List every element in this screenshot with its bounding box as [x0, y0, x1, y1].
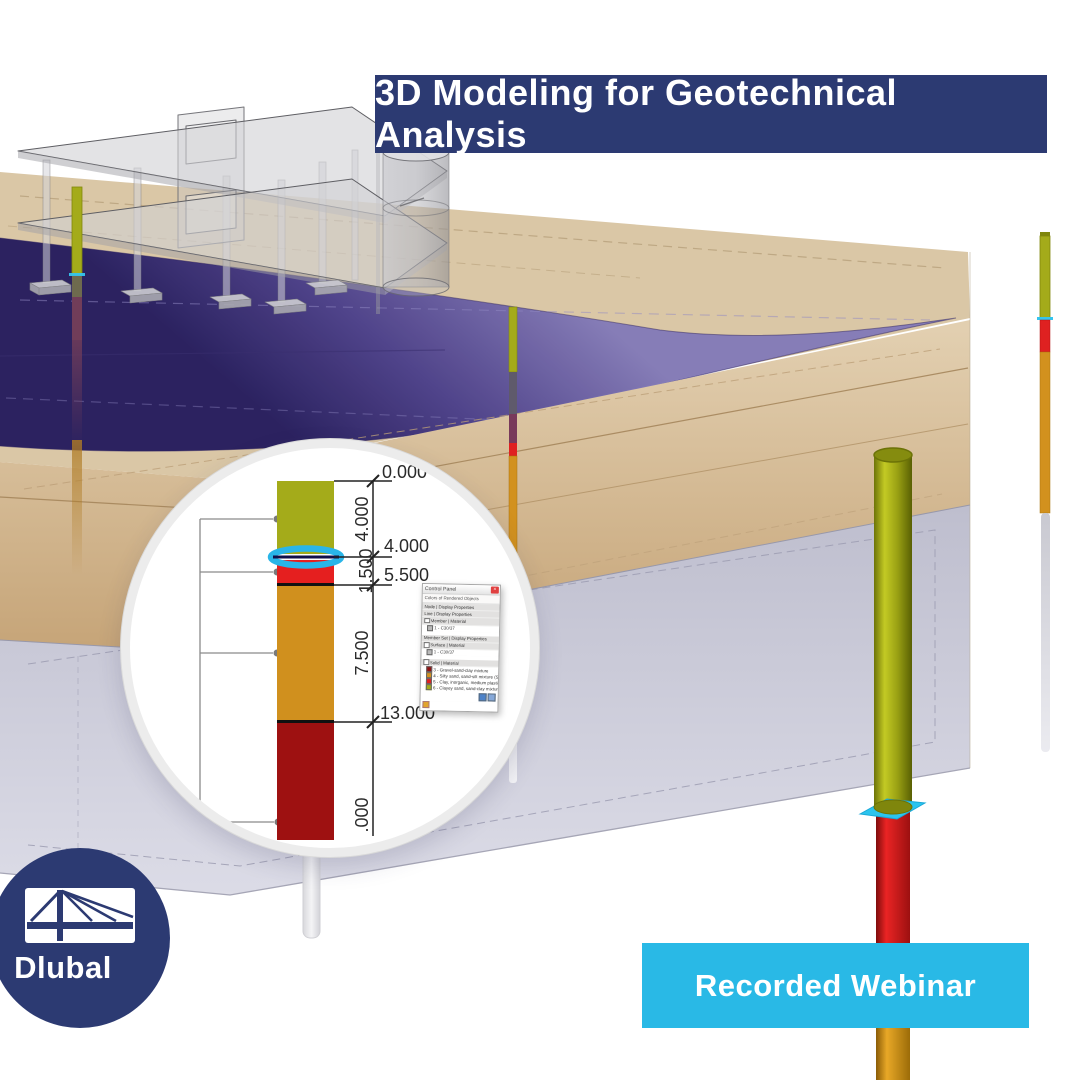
depth-label-0: 0.000: [382, 462, 427, 482]
color-swatch: [425, 684, 432, 691]
title-text: 3D Modeling for Geotechnical Analysis: [375, 72, 898, 155]
panel-legend-icon[interactable]: [422, 700, 430, 708]
color-swatch: [426, 649, 433, 656]
leader-lines: [199, 518, 274, 823]
borehole-large: [858, 447, 927, 1080]
checkbox[interactable]: [423, 659, 429, 665]
borehole-profile: 0.000 4.000 5.500 13.000 4.000 1.500 7.5…: [199, 462, 435, 840]
dimension-lines: [334, 474, 392, 836]
title-banner: 3D Modeling for Geotechnical Analysis: [375, 72, 1047, 155]
webinar-banner: Recorded Webinar: [642, 943, 1029, 1028]
panel-settings-icon[interactable]: [487, 693, 496, 702]
control-panel-window: Control Panel × Colors of Rendered Objec…: [419, 583, 501, 713]
panel-display-icon[interactable]: [478, 692, 487, 701]
cylinder-core: [382, 142, 450, 297]
selected-boundary[interactable]: [267, 545, 345, 569]
webinar-text: Recorded Webinar: [694, 967, 977, 1003]
logo-wordmark: Dlubal: [14, 950, 112, 985]
borehole-right: [1037, 232, 1053, 752]
checkbox[interactable]: [424, 617, 430, 624]
thickness-label-3: .000: [352, 797, 372, 832]
footings: [29, 279, 348, 315]
thickness-label-0: 4.000: [352, 496, 372, 541]
bridge-icon: [25, 888, 135, 943]
dlubal-logo: Dlubal: [0, 848, 170, 1028]
control-panel-title: Control Panel: [424, 585, 457, 593]
selection-tick-icon: [69, 273, 85, 276]
borehole-left: [69, 186, 85, 575]
magnified-borehole-rod: [302, 844, 321, 939]
close-icon[interactable]: ×: [490, 586, 499, 594]
building-model: [17, 106, 450, 315]
soil-layer-column: [277, 481, 334, 840]
checkbox[interactable]: [423, 642, 430, 648]
thickness-label-2: 7.500: [352, 630, 372, 675]
depth-label-1: 4.000: [384, 536, 429, 556]
depth-label-2: 5.500: [384, 565, 429, 585]
selection-tick-icon: [1037, 317, 1053, 320]
thickness-label-1: 1.500: [356, 548, 376, 593]
color-swatch: [427, 624, 434, 631]
